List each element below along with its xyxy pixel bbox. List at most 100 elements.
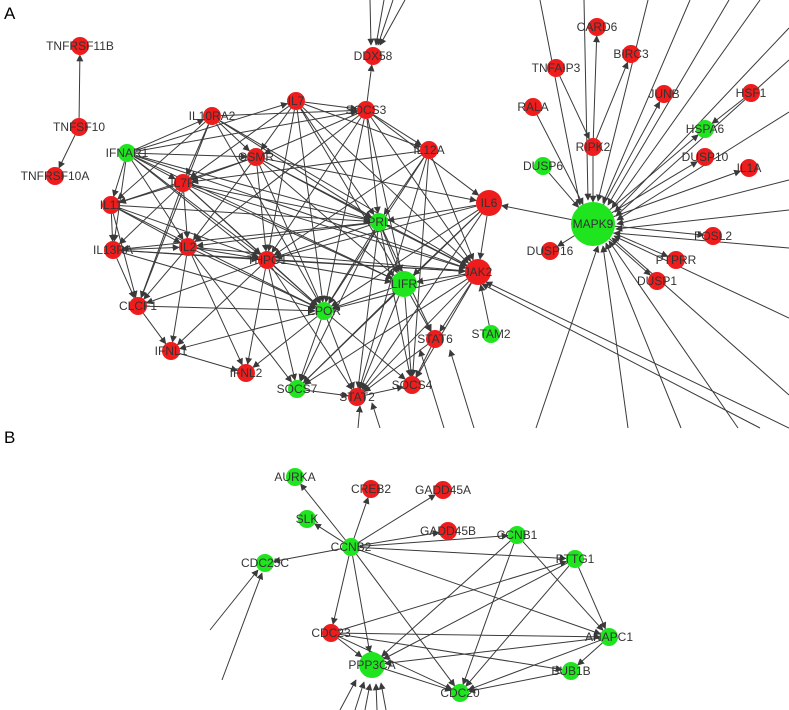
edge-il7-thpo — [266, 109, 295, 252]
edge-il7-osmr — [260, 108, 292, 151]
edge-il11-thpo — [119, 207, 260, 259]
edges — [58, 35, 745, 694]
edge-epor-ifnl2 — [252, 316, 318, 368]
node-cdc23: CDC23 — [311, 624, 351, 642]
node-label: JAK2 — [464, 265, 493, 279]
edge-il7r-prl — [191, 184, 371, 223]
offscreen-edge — [613, 235, 789, 319]
edge-mapk9-il1a — [613, 169, 742, 218]
node-bub1b: BUB1B — [551, 662, 591, 680]
node-il2: IL2 — [179, 238, 197, 256]
node-circle — [667, 251, 685, 269]
node-circle — [541, 242, 559, 260]
edge-thpo-lifr — [275, 261, 392, 285]
offscreen-edge — [418, 349, 445, 429]
edge-il7r-il13ra — [118, 188, 177, 245]
offscreen-edge — [372, 683, 380, 710]
edge-il11-il2 — [118, 208, 181, 244]
node-circle — [102, 196, 120, 214]
node-label: IL13RA — [93, 243, 133, 257]
node-circle — [451, 684, 469, 702]
node-creb2: CREB2 — [351, 480, 391, 498]
edge-il13ra-il2 — [121, 244, 180, 252]
node-label: CDC23 — [311, 626, 351, 640]
node-stam2: STAM2 — [471, 325, 511, 343]
offscreen-edge — [481, 283, 761, 429]
edge-thpo-jak2 — [275, 260, 466, 275]
edge-epor-socs4 — [330, 316, 406, 380]
node-stat6: STAT6 — [417, 330, 453, 348]
panel-label-b: B — [4, 428, 15, 447]
edge-lifr-epor — [331, 287, 392, 310]
node-circle — [482, 325, 500, 343]
edge-il7-prl — [300, 108, 375, 216]
node-circle — [364, 47, 382, 65]
node-ripk2: RIPK2 — [576, 138, 611, 156]
node-gadd45a: GADD45A — [415, 481, 471, 499]
edge-socs3-lifr — [367, 118, 404, 272]
edge-il13ra-clc — [116, 257, 135, 299]
edge-cdc23-pttg1 — [339, 560, 568, 631]
node-pttg1: PTTG1 — [556, 550, 595, 568]
node-label: TNFSF10 — [53, 120, 105, 134]
node-label: DUSP1 — [637, 274, 677, 288]
node-aurka: AURKA — [274, 468, 316, 486]
edge-pttg1-ppp3ca — [382, 562, 568, 660]
node-label: IL11 — [100, 198, 123, 212]
offscreen-edge — [339, 679, 357, 710]
node-dusp1: DUSP1 — [637, 272, 677, 290]
node-label: CCNB1 — [497, 528, 538, 542]
node-anapc1: ANAPC1 — [585, 628, 633, 646]
node-cdc20: CDC20 — [440, 684, 480, 702]
edge-mapk9-dusp10 — [611, 161, 698, 214]
node-label: IFNAR1 — [106, 146, 149, 160]
edge-stat6-stat2 — [363, 343, 429, 393]
edge-stat2-socs4 — [365, 384, 404, 396]
offscreen-edge — [373, 0, 385, 46]
node-label: CARD6 — [577, 20, 618, 34]
edge-dusp6-mapk9 — [548, 172, 580, 208]
node-circle — [439, 522, 457, 540]
node-circle — [256, 554, 274, 572]
edge-il7-jak2 — [302, 106, 470, 264]
node-circle — [562, 662, 580, 680]
edge-ccnb2-ppp3ca — [352, 555, 373, 653]
edge-osmr-il2 — [192, 163, 251, 241]
node-fosl2: FOSL2 — [694, 227, 732, 245]
node-socs3: SOCS3 — [346, 101, 387, 119]
edge-hsf1-hspa6 — [711, 98, 745, 124]
node-circle — [70, 118, 88, 136]
edge-il2-ifnl1 — [170, 255, 187, 343]
offscreen-edge — [602, 0, 691, 204]
node-il13ra: IL13RA — [93, 241, 133, 259]
node-circle — [403, 376, 421, 394]
edge-tnfaip3-ripk2 — [559, 75, 590, 140]
node-lifr: LIFR — [391, 271, 417, 297]
node-circle — [258, 251, 276, 269]
edge-mapk9-junb — [603, 101, 661, 205]
node-label: PTTG1 — [556, 552, 595, 566]
node-hspa6: HSPA6 — [686, 120, 725, 138]
edge-ccnb1-ppp3ca — [381, 540, 511, 657]
edge-clc-epor — [146, 305, 316, 315]
node-label: IFNL1 — [155, 344, 188, 358]
edge-il13ra-epor — [121, 252, 317, 311]
edge-socs3-prl — [366, 118, 381, 214]
edge-ccnb2-pttg1 — [359, 547, 567, 562]
edge-stam2-jak2 — [478, 284, 490, 326]
node-mapk9: MAPK9 — [571, 202, 615, 246]
node-label: DUSP6 — [523, 159, 563, 173]
edge-ppp3ca-cdc20 — [384, 668, 453, 692]
node-circle — [696, 120, 714, 138]
edge-cdc23-cdc20 — [338, 636, 453, 690]
node-ddx58: DDX58 — [354, 47, 393, 65]
edge-il6-thpo — [275, 205, 477, 260]
offscreen-edge — [376, 0, 394, 46]
edge-il7r-il2 — [183, 191, 191, 239]
offscreen-edge — [607, 0, 730, 206]
offscreen-edge — [221, 572, 264, 681]
node-label: TNFAIP3 — [532, 61, 581, 75]
edge-il7-il7r — [189, 105, 289, 179]
edge-il6-jak2 — [477, 215, 488, 260]
